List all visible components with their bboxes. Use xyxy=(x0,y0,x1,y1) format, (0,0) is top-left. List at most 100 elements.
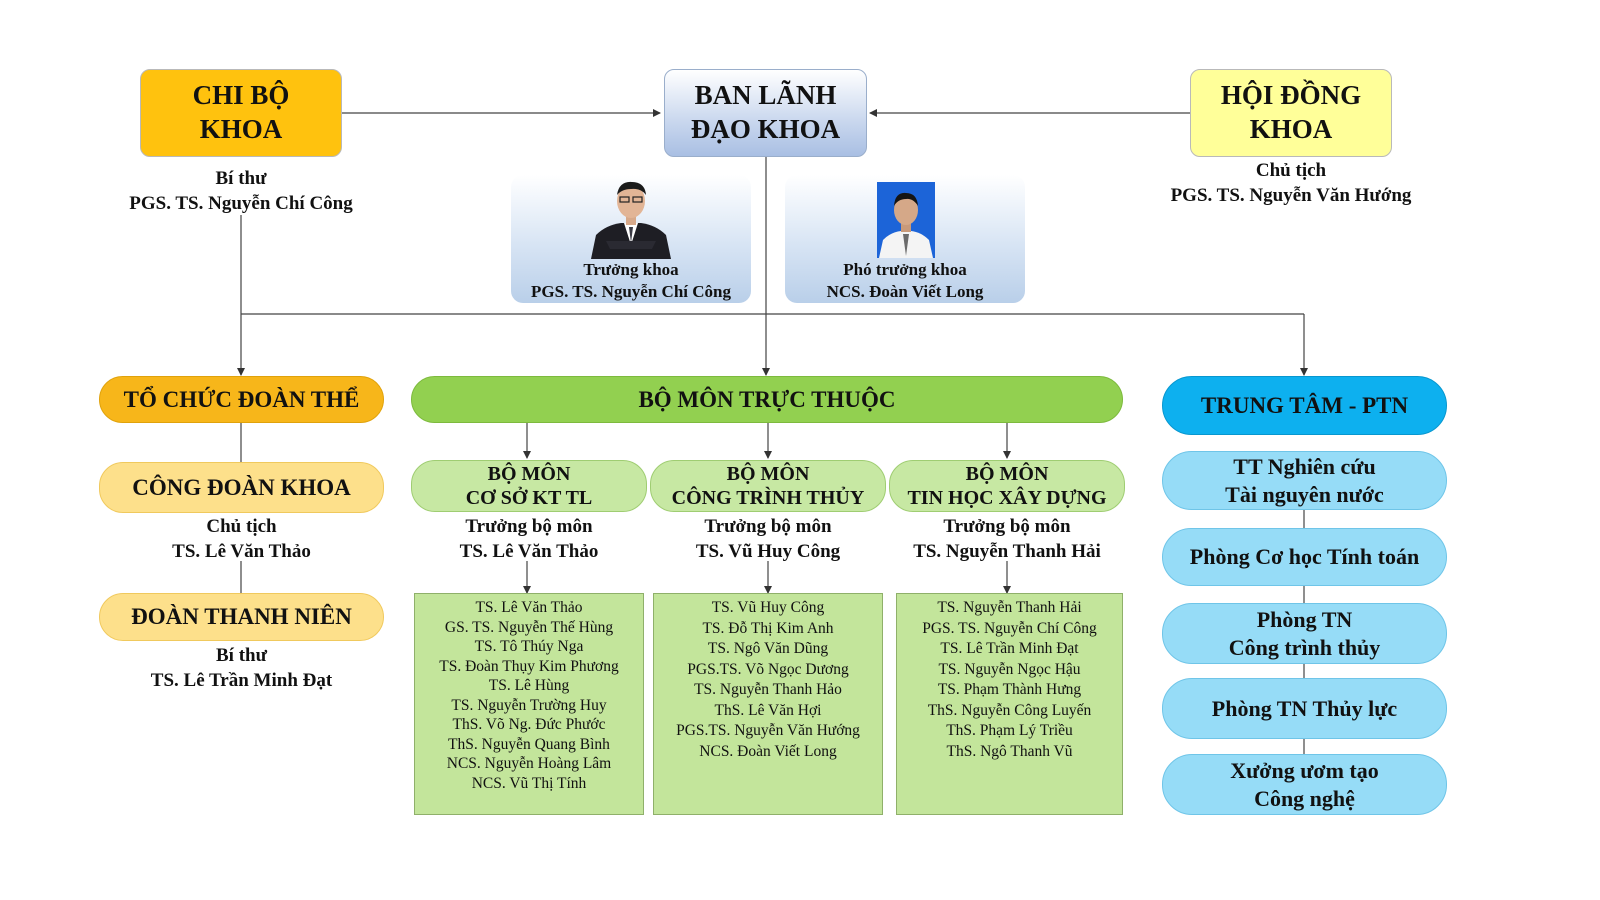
department-head-name: TS. Nguyễn Thanh Hải xyxy=(913,541,1101,562)
center-line2: Công trình thủy xyxy=(1228,634,1381,660)
truong-khoa-card: Trưởng khoa PGS. TS. Nguyễn Chí Công xyxy=(511,175,751,303)
ban-lanh-dao-line1: BAN LÃNH xyxy=(694,80,837,111)
member-item: ThS. Nguyễn Quang Bình xyxy=(448,735,610,753)
member-item: ThS. Phạm Lý Triều xyxy=(946,722,1073,739)
department-head-caption: Trưởng bộ môn TS. Lê Văn Thảo xyxy=(411,514,647,564)
center-box: Phòng TN Công trình thủy xyxy=(1162,603,1447,664)
pho-truong-khoa-role: Phó trưởng khoa xyxy=(843,260,967,279)
member-item: ThS. Ngô Thanh Vũ xyxy=(946,742,1073,760)
department-box: BỘ MÔN TIN HỌC XÂY DỰNG xyxy=(889,460,1125,512)
center-box: Xưởng ươm tạo Công nghệ xyxy=(1162,754,1447,815)
department-head-name: TS. Lê Văn Thảo xyxy=(459,541,599,562)
department-head-name: TS. Vũ Huy Công xyxy=(695,541,841,562)
member-list: TS. Vũ Huy Công TS. Đỗ Thị Kim Anh TS. N… xyxy=(653,593,883,815)
doan-thanh-nien-person: TS. Lê Trần Minh Đạt xyxy=(150,670,333,691)
member-item: PGS.TS. Võ Ngọc Dương xyxy=(687,660,849,678)
truong-khoa-photo xyxy=(591,181,671,259)
center-line1: Xưởng ươm tạo xyxy=(1230,757,1379,783)
hoi-dong-person: PGS. TS. Nguyễn Văn Hướng xyxy=(1170,185,1412,206)
member-item: GS. TS. Nguyễn Thế Hùng xyxy=(444,618,614,636)
hoi-dong-khoa-box: HỘI ĐỒNG KHOA xyxy=(1190,69,1392,157)
to-chuc-doan-the-box: TỔ CHỨC ĐOÀN THỂ xyxy=(99,376,384,423)
member-item: TS. Lê Hùng xyxy=(488,677,570,694)
center-box: Phòng TN Thủy lực xyxy=(1162,678,1447,739)
truong-khoa-role: Trưởng khoa xyxy=(583,260,679,279)
member-item: TS. Phạm Thành Hưng xyxy=(937,681,1082,698)
department-head-role: Trưởng bộ môn xyxy=(704,516,832,537)
member-item: TS. Tô Thúy Nga xyxy=(474,638,584,655)
member-item: PGS. TS. Nguyễn Chí Công xyxy=(922,619,1097,637)
hoi-dong-line1: HỘI ĐỒNG xyxy=(1220,80,1362,111)
member-item: TS. Ngô Văn Dũng xyxy=(707,640,829,657)
chi-bo-role: Bí thư xyxy=(215,168,267,189)
member-item: TS. Đỗ Thị Kim Anh xyxy=(702,619,834,637)
department-head-role: Trưởng bộ môn xyxy=(943,516,1071,537)
bo-mon-truc-thuoc-title: BỘ MÔN TRỰC THUỘC xyxy=(638,386,896,412)
member-item: NCS. Nguyễn Hoàng Lâm xyxy=(446,755,612,772)
center-line1: Phòng TN xyxy=(1256,606,1353,632)
chi-bo-person: PGS. TS. Nguyễn Chí Công xyxy=(129,193,353,214)
pho-truong-khoa-photo xyxy=(877,182,935,258)
pho-truong-khoa-card: Phó trưởng khoa NCS. Đoàn Viết Long xyxy=(785,175,1025,303)
chi-bo-khoa-box: CHI BỘ KHOA xyxy=(140,69,342,157)
member-list: TS. Nguyễn Thanh Hải PGS. TS. Nguyễn Chí… xyxy=(896,593,1123,815)
center-box: Phòng Cơ học Tính toán xyxy=(1162,528,1447,586)
member-list: TS. Lê Văn Thảo GS. TS. Nguyễn Thế Hùng … xyxy=(414,593,644,815)
department-head-caption: Trưởng bộ môn TS. Nguyễn Thanh Hải xyxy=(889,514,1125,564)
center-line1: Phòng TN Thủy lực xyxy=(1211,695,1398,721)
truong-khoa-text: Trưởng khoa PGS. TS. Nguyễn Chí Công xyxy=(511,259,751,303)
doan-thanh-nien-caption: Bí thư TS. Lê Trần Minh Đạt xyxy=(99,643,384,693)
member-item: ThS. Võ Ng. Đức Phước xyxy=(452,716,606,733)
department-box: BỘ MÔN CƠ SỞ KT TL xyxy=(411,460,647,512)
department-line2: CÔNG TRÌNH THỦY xyxy=(671,487,865,509)
chi-bo-caption: Bí thư PGS. TS. Nguyễn Chí Công xyxy=(100,166,382,216)
member-item: TS. Nguyễn Ngọc Hậu xyxy=(938,660,1081,678)
member-item: NCS. Đoàn Viết Long xyxy=(699,742,837,760)
department-box: BỘ MÔN CÔNG TRÌNH THỦY xyxy=(650,460,886,512)
member-item: TS. Nguyễn Thanh Hảo xyxy=(694,681,842,698)
bo-mon-truc-thuoc-box: BỘ MÔN TRỰC THUỘC xyxy=(411,376,1123,423)
member-item: TS. Lê Trần Minh Đạt xyxy=(940,640,1079,657)
member-item: TS. Nguyễn Thanh Hải xyxy=(937,599,1082,616)
cong-doan-khoa-box: CÔNG ĐOÀN KHOA xyxy=(99,462,384,513)
center-line1: TT Nghiên cứu xyxy=(1233,453,1376,479)
ban-lanh-dao-line2: ĐẠO KHOA xyxy=(690,114,841,144)
member-item: ThS. Lê Văn Hợi xyxy=(714,701,822,719)
member-item: PGS.TS. Nguyễn Văn Hướng xyxy=(676,722,860,739)
hoi-dong-role: Chủ tịch xyxy=(1255,160,1327,181)
member-item: NCS. Vũ Thị Tính xyxy=(471,774,587,792)
center-line2: Công nghệ xyxy=(1254,785,1355,811)
department-line1: BỘ MÔN xyxy=(965,463,1049,485)
to-chuc-doan-the-title: TỔ CHỨC ĐOÀN THỂ xyxy=(123,386,360,412)
department-line2: TIN HỌC XÂY DỰNG xyxy=(907,487,1107,509)
member-item: TS. Lê Văn Thảo xyxy=(475,599,583,616)
cong-doan-role: Chủ tịch xyxy=(206,516,277,537)
doan-thanh-nien-box: ĐOÀN THANH NIÊN xyxy=(99,593,384,641)
center-box: TT Nghiên cứu Tài nguyên nước xyxy=(1162,451,1447,510)
cong-doan-khoa-title: CÔNG ĐOÀN KHOA xyxy=(132,474,351,500)
department-line1: BỘ MÔN xyxy=(726,463,810,485)
member-item: TS. Vũ Huy Công xyxy=(711,599,825,616)
member-item: ThS. Nguyễn Công Luyến xyxy=(927,701,1092,719)
center-line1: Phòng Cơ học Tính toán xyxy=(1189,544,1420,569)
cong-doan-person: TS. Lê Văn Thảo xyxy=(172,541,311,562)
pho-truong-khoa-text: Phó trưởng khoa NCS. Đoàn Viết Long xyxy=(785,259,1025,303)
trung-tam-ptn-title: TRUNG TÂM - PTN xyxy=(1200,392,1409,418)
truong-khoa-name: PGS. TS. Nguyễn Chí Công xyxy=(531,282,731,301)
doan-thanh-nien-role: Bí thư xyxy=(216,645,267,666)
chi-bo-line1: CHI BỘ xyxy=(192,80,290,111)
department-line1: BỘ MÔN xyxy=(487,463,571,485)
member-item: TS. Nguyễn Trường Huy xyxy=(451,696,607,714)
hoi-dong-line2: KHOA xyxy=(1249,114,1333,144)
pho-truong-khoa-name: NCS. Đoàn Viết Long xyxy=(826,282,984,301)
department-head-role: Trưởng bộ môn xyxy=(465,516,593,537)
department-head-caption: Trưởng bộ môn TS. Vũ Huy Công xyxy=(650,514,886,564)
ban-lanh-dao-khoa-box: BAN LÃNH ĐẠO KHOA xyxy=(664,69,867,157)
doan-thanh-nien-title: ĐOÀN THANH NIÊN xyxy=(131,604,352,629)
chi-bo-line2: KHOA xyxy=(199,114,283,144)
department-line2: CƠ SỞ KT TL xyxy=(465,487,593,509)
hoi-dong-caption: Chủ tịch PGS. TS. Nguyễn Văn Hướng xyxy=(1146,158,1436,208)
center-line2: Tài nguyên nước xyxy=(1225,481,1384,507)
cong-doan-caption: Chủ tịch TS. Lê Văn Thảo xyxy=(99,514,384,564)
